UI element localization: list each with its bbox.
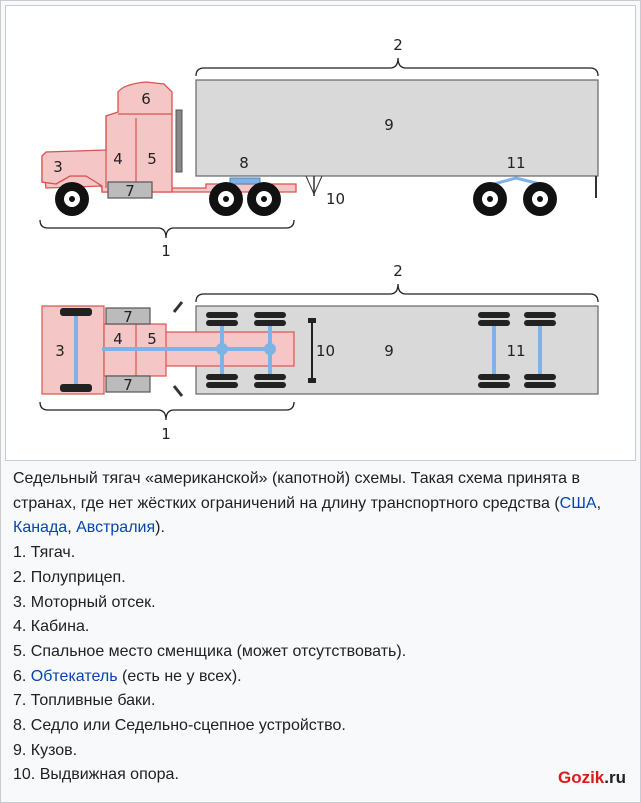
label-10-side: 10 [326,190,345,208]
figure-caption: Седельный тягач «американской» (капотной… [13,467,625,788]
label-1-side: 1 [161,242,171,260]
brace-tractor-top [39,401,295,421]
fuel-tank-top-2 [105,375,151,393]
link-australia[interactable]: Австралия [76,519,156,537]
list-item-6: 6. Обтекатель (есть не у всех). [13,667,242,685]
list-item-3: 3. Моторный отсек. [13,593,156,611]
tractor-cab-side [41,81,173,193]
label-7-top-a: 7 [123,308,133,326]
caption-intro: Седельный тягач «американской» (капотной… [13,470,602,537]
list-item-4: 4. Кабина. [13,618,90,636]
trailer-axle-side [493,176,541,186]
trailer-body-side [195,79,599,177]
label-10-top: 10 [316,342,335,360]
watermark-logo: Gozik.ru [557,768,626,787]
label-1-top: 1 [161,425,171,443]
fifth-wheel-side [229,177,261,185]
list-item-10: 10. Выдвижная опора. [13,766,179,784]
truck-diagram: 2 9 10 7 3 4 [39,36,599,443]
label-6-side: 6 [141,90,151,108]
brace-trailer-top [195,283,599,303]
label-11-top: 11 [506,342,525,360]
list-item-7: 7. Топливные баки. [13,692,156,710]
label-7-top-b: 7 [123,376,133,394]
label-7-side: 7 [125,182,135,200]
brace-trailer-side [195,57,599,77]
fuel-tank-side [107,181,153,199]
list-item-1: 1. Тягач. [13,544,76,562]
label-11-side: 11 [506,154,525,172]
list-item-8: 8. Седло или Седельно-сцепное устройство… [13,717,346,735]
list-item-9: 9. Кузов. [13,741,78,759]
fuel-tank-top-1 [105,307,151,325]
list-item-5: 5. Спальное место сменщика (может отсутс… [13,642,407,660]
label-5-top: 5 [147,330,157,348]
link-canada[interactable]: Канада [13,519,68,537]
link-usa[interactable]: США [559,494,597,512]
engine-top [41,305,105,395]
label-5-side: 5 [147,150,157,168]
brace-tractor-side [39,219,295,239]
label-9-side: 9 [384,116,394,134]
list-item-2: 2. Полуприцеп. [13,568,126,586]
label-3-top: 3 [55,342,65,360]
wheels-side [55,182,557,216]
exhaust-stack [175,109,183,173]
label-4-top: 4 [113,330,123,348]
link-fairing[interactable]: Обтекатель [30,667,118,685]
label-9-top: 9 [384,342,394,360]
label-4-side: 4 [113,150,123,168]
label-2-side: 2 [393,36,403,54]
label-3-side: 3 [53,158,63,176]
diagram-image[interactable]: 2 9 10 7 3 4 [5,5,636,461]
tires-top [60,308,556,392]
label-8-side: 8 [239,154,249,172]
label-2-top: 2 [393,262,403,280]
